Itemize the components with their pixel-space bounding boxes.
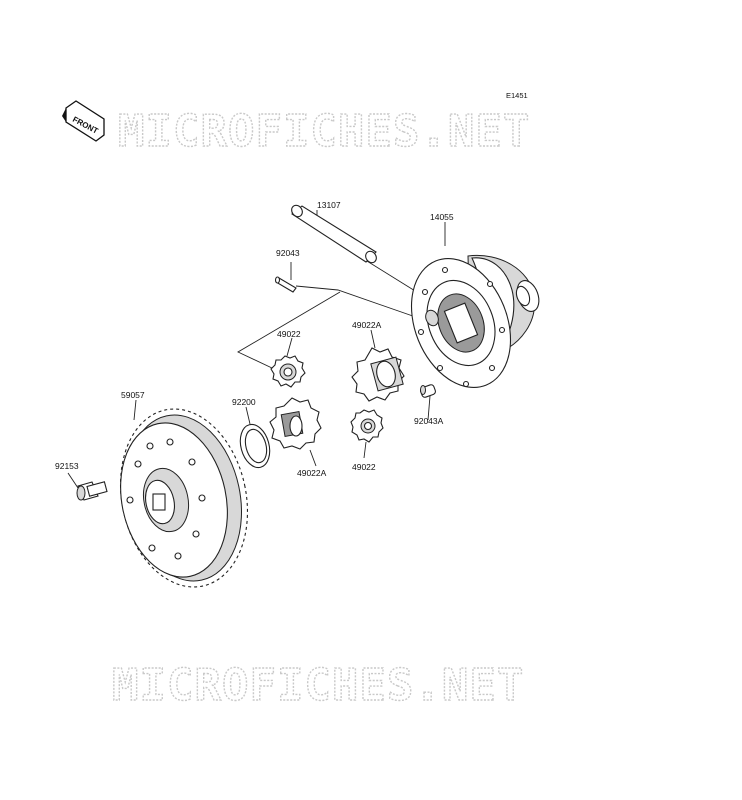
leader-lines — [67, 210, 446, 489]
part-label-92200: 92200 — [232, 397, 256, 407]
part-label-49022A-lower: 49022A — [297, 468, 327, 478]
part-label-49022-lower: 49022 — [352, 462, 376, 472]
part-label-49022A-upper: 49022A — [352, 320, 382, 330]
pin-92043 — [274, 276, 297, 293]
part-label-14055: 14055 — [430, 212, 454, 222]
pinion-49022-lower — [350, 409, 384, 443]
washer-92200 — [239, 423, 271, 469]
housing-14055 — [410, 254, 540, 389]
part-number-labels: 13107 14055 92043 49022 49022A 92043A 59… — [55, 200, 454, 478]
pin-92043A — [420, 384, 436, 398]
shaft-13107 — [291, 204, 377, 264]
part-label-92043A: 92043A — [414, 416, 444, 426]
part-label-92043: 92043 — [276, 248, 300, 258]
part-label-92153: 92153 — [55, 461, 79, 471]
ring-gear-59057 — [119, 408, 249, 588]
part-label-59057: 59057 — [121, 390, 145, 400]
side-gear-49022A-upper — [351, 347, 405, 402]
bolt-92153 — [76, 481, 108, 501]
front-arrow-icon: FRONT — [62, 100, 105, 142]
part-label-49022-upper: 49022 — [277, 329, 301, 339]
diagram-code: E1451 — [506, 91, 528, 100]
pinion-49022-upper — [270, 355, 306, 388]
part-label-13107: 13107 — [317, 200, 341, 210]
watermark-top: MICROFICHES.NET — [118, 106, 530, 157]
watermark-bottom: MICROFICHES.NET — [112, 660, 524, 711]
side-gear-49022A-lower — [269, 397, 322, 450]
